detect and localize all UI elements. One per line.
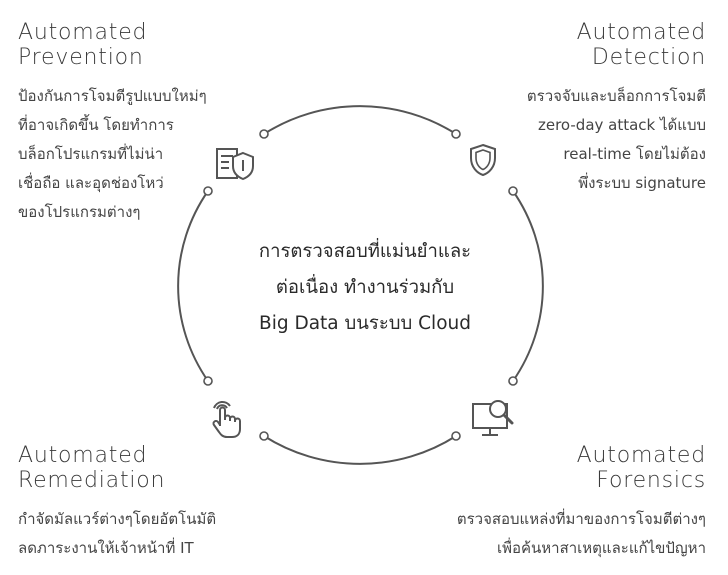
ring-node: [203, 376, 213, 386]
ring-arc-bottom: [263, 435, 457, 465]
forensics-block: Automated Forensics ตรวจสอบแหล่งที่มาของ…: [457, 443, 706, 563]
prevention-block: Automated Prevention ป้องกันการโจมตีรูปแ…: [18, 20, 207, 227]
monitor-magnifier-icon: [472, 400, 514, 436]
remediation-title: Automated Remediation: [18, 443, 166, 493]
remediation-description: กำจัดมัลแวร์ต่างๆโดยอัตโนมัติ ลดภาระงานใ…: [18, 510, 217, 557]
ring-node: [508, 376, 518, 386]
ring-node: [451, 431, 461, 441]
ring-node: [203, 186, 213, 196]
ring-node: [259, 431, 269, 441]
touch-hand-icon: [212, 401, 241, 438]
remediation-block: Automated Remediation กำจัดมัลแวร์ต่างๆโ…: [18, 443, 216, 563]
prevention-description: ป้องกันการโจมตีรูปแบบใหม่ๆ ที่อาจเกิดขึ้…: [18, 87, 207, 221]
ring-node: [259, 129, 269, 139]
detection-description: ตรวจจับและบล็อกการโจมตี zero-day attack …: [526, 87, 706, 192]
ring-arc-top: [263, 105, 457, 135]
ring-node: [451, 129, 461, 139]
forensics-title: Automated Forensics: [576, 443, 706, 493]
ring-arc-right: [512, 190, 544, 382]
prevention-title: Automated Prevention: [18, 20, 148, 70]
shield-document-icon: [216, 148, 254, 181]
forensics-description: ตรวจสอบแหล่งที่มาของการโจมตีต่างๆ เพื่อค…: [456, 510, 706, 557]
detection-title: Automated Detection: [576, 20, 706, 70]
center-statement: การตรวจสอบที่แม่นยำและ ต่อเนื่อง ทำงานร่…: [258, 241, 472, 334]
detection-block: Automated Detection ตรวจจับและบล็อกการโจ…: [527, 20, 706, 198]
ring-arc-left: [177, 190, 209, 382]
shield-icon: [470, 143, 496, 177]
ring-node: [508, 186, 518, 196]
